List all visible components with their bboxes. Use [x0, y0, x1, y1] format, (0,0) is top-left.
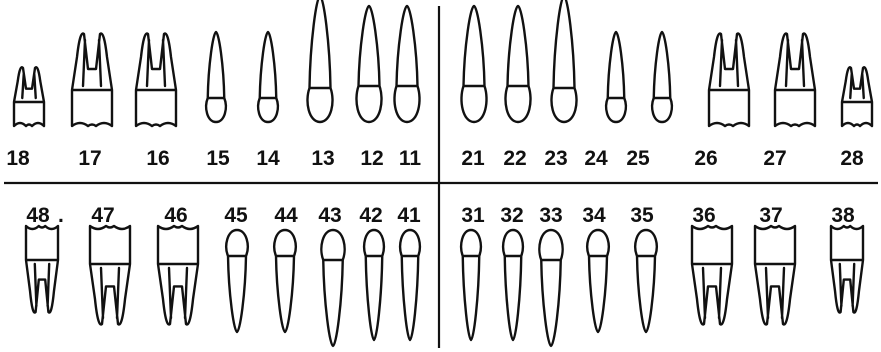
tooth-number-38: 38	[831, 204, 855, 227]
tooth-16-drawing	[136, 33, 176, 126]
tooth-number-18: 18	[6, 147, 30, 170]
tooth-45-drawing	[226, 230, 247, 332]
tooth-number-27: 27	[763, 147, 786, 170]
tooth-31-drawing	[461, 230, 481, 340]
tooth-33-drawing	[539, 230, 562, 346]
tooth-number-34: 34	[582, 204, 606, 227]
tooth-17-drawing	[72, 33, 112, 126]
tooth-number-25: 25	[626, 147, 650, 170]
tooth-number-31: 31	[461, 204, 485, 227]
tooth-41-drawing	[400, 230, 420, 340]
tooth-number-28: 28	[840, 147, 864, 170]
teeth-group	[14, 0, 872, 346]
tooth-26-drawing	[709, 33, 749, 126]
tooth-37-drawing	[755, 226, 795, 324]
tooth-number-32: 32	[500, 204, 523, 227]
tooth-number-13: 13	[311, 147, 334, 170]
tooth-number-labels: 18 17 16 15 14 13 12 11 48 47 46 45 44 43 42 41 21 22 23 24…	[6, 147, 864, 227]
tooth-number-36: 36	[692, 204, 715, 227]
tooth-number-41: 41	[397, 204, 421, 227]
tooth-number-14: 14	[256, 147, 280, 170]
tooth-number-42: 42	[359, 204, 382, 227]
tooth-15-drawing	[206, 32, 226, 122]
tooth-number-12: 12	[360, 147, 383, 170]
tooth-25-drawing	[652, 32, 672, 122]
tooth-number-21: 21	[461, 147, 485, 170]
tooth-23-drawing	[551, 0, 576, 122]
tooth-number-45: 45	[224, 204, 248, 227]
tooth-36-drawing	[692, 226, 732, 324]
dot-marker: .	[58, 204, 64, 227]
tooth-24-drawing	[606, 32, 626, 122]
tooth-43-drawing	[321, 230, 344, 346]
tooth-44-drawing	[274, 230, 295, 332]
tooth-18-drawing	[14, 67, 44, 126]
tooth-number-44: 44	[274, 204, 298, 227]
tooth-number-46: 46	[164, 204, 187, 227]
tooth-21-drawing	[461, 6, 486, 122]
tooth-number-22: 22	[503, 147, 526, 170]
tooth-number-33: 33	[539, 204, 562, 227]
tooth-11-drawing	[394, 6, 419, 122]
tooth-38-drawing	[831, 226, 863, 313]
tooth-32-drawing	[503, 230, 523, 340]
tooth-46-drawing	[158, 226, 198, 324]
tooth-number-37: 37	[759, 204, 782, 227]
tooth-number-26: 26	[694, 147, 717, 170]
tooth-27-drawing	[775, 33, 815, 126]
tooth-47-drawing	[90, 226, 130, 324]
tooth-34-drawing	[587, 230, 608, 332]
tooth-number-11: 11	[399, 147, 422, 170]
tooth-12-drawing	[356, 6, 381, 122]
tooth-number-43: 43	[318, 204, 341, 227]
tooth-48-drawing	[26, 226, 58, 313]
tooth-22-drawing	[505, 6, 530, 122]
tooth-number-17: 17	[78, 147, 101, 170]
tooth-number-24: 24	[584, 147, 608, 170]
tooth-13-drawing	[307, 0, 332, 122]
tooth-42-drawing	[364, 230, 384, 340]
tooth-number-47: 47	[91, 204, 114, 227]
tooth-35-drawing	[635, 230, 656, 332]
tooth-28-drawing	[842, 67, 872, 126]
tooth-number-15: 15	[206, 147, 230, 170]
tooth-number-35: 35	[630, 204, 654, 227]
tooth-number-23: 23	[544, 147, 567, 170]
tooth-number-48: 48	[26, 204, 50, 227]
tooth-number-16: 16	[146, 147, 169, 170]
tooth-14-drawing	[258, 32, 278, 122]
